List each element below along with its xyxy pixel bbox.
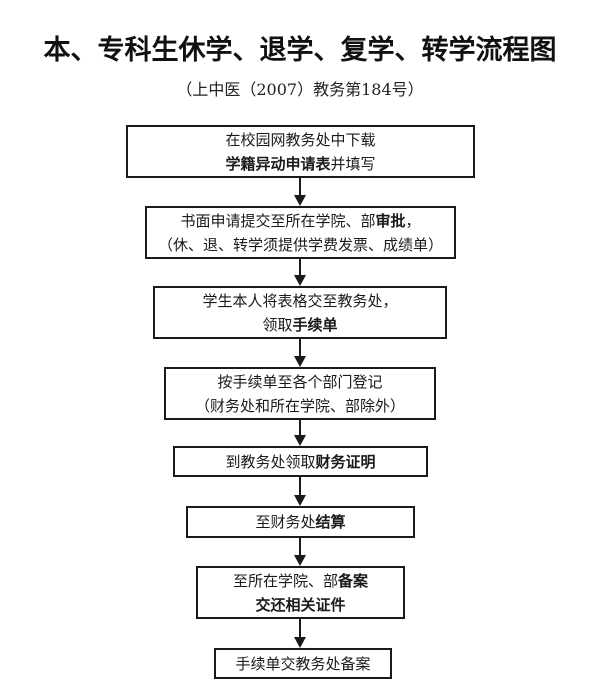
emphasis-text: 手续单 — [292, 315, 338, 334]
flow-step-6: 至财务处结算 — [186, 506, 415, 538]
flow-step-8: 手续单交教务处备案 — [214, 648, 392, 679]
step-text: 按手续单至各个部门登记 — [217, 372, 383, 391]
arrow-down-icon — [294, 275, 306, 286]
connector-line — [299, 178, 301, 196]
connector-line — [299, 339, 301, 357]
connector-line — [299, 619, 301, 638]
step-text: 并填写 — [330, 154, 376, 173]
step-text: 至所在学院、部 — [232, 571, 338, 590]
arrow-down-icon — [294, 435, 306, 446]
step-text: 学生本人将表格交至教务处， — [202, 291, 398, 310]
step-text: 在校园网教务处中下载 — [225, 130, 376, 149]
arrow-down-icon — [294, 356, 306, 367]
document-number: （上中医（2007）教务第184号） — [176, 80, 424, 99]
connector-line — [299, 538, 301, 556]
flow-step-line: 交还相关证件 — [255, 593, 345, 617]
page-title: 本、专科生休学、退学、复学、转学流程图 — [43, 35, 557, 66]
flow-step-line: 在校园网教务处中下载 — [225, 128, 375, 152]
arrow-down-icon — [294, 195, 306, 206]
flow-step-line: 手续单交教务处备案 — [235, 652, 370, 676]
connector-line — [299, 420, 301, 436]
flow-step-line: 学生本人将表格交至教务处， — [202, 289, 397, 313]
emphasis-text: 审批 — [375, 211, 406, 230]
emphasis-text: 结算 — [315, 513, 346, 531]
step-text: （财务处和所在学院、部除外） — [194, 396, 405, 415]
flow-step-line: 书面申请提交至所在学院、部审批， — [180, 209, 420, 233]
flow-step-3: 学生本人将表格交至教务处， 领取手续单 — [153, 286, 447, 339]
step-text: （休、退、转学须提供学费发票、成绩单） — [157, 235, 443, 254]
flow-step-line: 至财务处结算 — [255, 510, 345, 534]
step-text: 书面申请提交至所在学院、部 — [180, 211, 376, 230]
step-text: ， — [405, 211, 421, 230]
flow-step-line: 学籍异动申请表并填写 — [225, 152, 375, 176]
flow-step-7: 至所在学院、部备案交还相关证件 — [196, 566, 405, 619]
emphasis-text: 交还相关证件 — [255, 595, 346, 614]
flow-step-line: （休、退、转学须提供学费发票、成绩单） — [158, 233, 443, 257]
flow-step-2: 书面申请提交至所在学院、部审批， （休、退、转学须提供学费发票、成绩单） — [145, 206, 456, 259]
connector-line — [299, 477, 301, 496]
connector-line — [299, 259, 301, 276]
arrow-down-icon — [294, 637, 306, 648]
step-text: 至财务处 — [255, 513, 316, 531]
flow-step-4: 按手续单至各个部门登记 （财务处和所在学院、部除外） — [164, 367, 436, 420]
emphasis-text: 财务证明 — [315, 452, 376, 471]
step-text: 到教务处领取 — [225, 452, 316, 471]
flow-step-5: 到教务处领取财务证明 — [173, 446, 428, 477]
flow-step-line: （财务处和所在学院、部除外） — [195, 394, 405, 418]
flow-step-line: 到教务处领取财务证明 — [225, 450, 375, 474]
arrow-down-icon — [294, 555, 306, 566]
flow-step-1: 在校园网教务处中下载学籍异动申请表并填写 — [126, 125, 475, 178]
emphasis-text: 备案 — [338, 571, 369, 590]
flow-step-line: 领取手续单 — [262, 313, 337, 337]
step-text: 领取 — [262, 315, 293, 334]
flow-step-line: 按手续单至各个部门登记 — [217, 370, 382, 394]
emphasis-text: 学籍异动申请表 — [225, 154, 331, 173]
step-text: 手续单交教务处备案 — [235, 654, 371, 673]
arrow-down-icon — [294, 495, 306, 506]
flow-step-line: 至所在学院、部备案 — [233, 569, 368, 593]
